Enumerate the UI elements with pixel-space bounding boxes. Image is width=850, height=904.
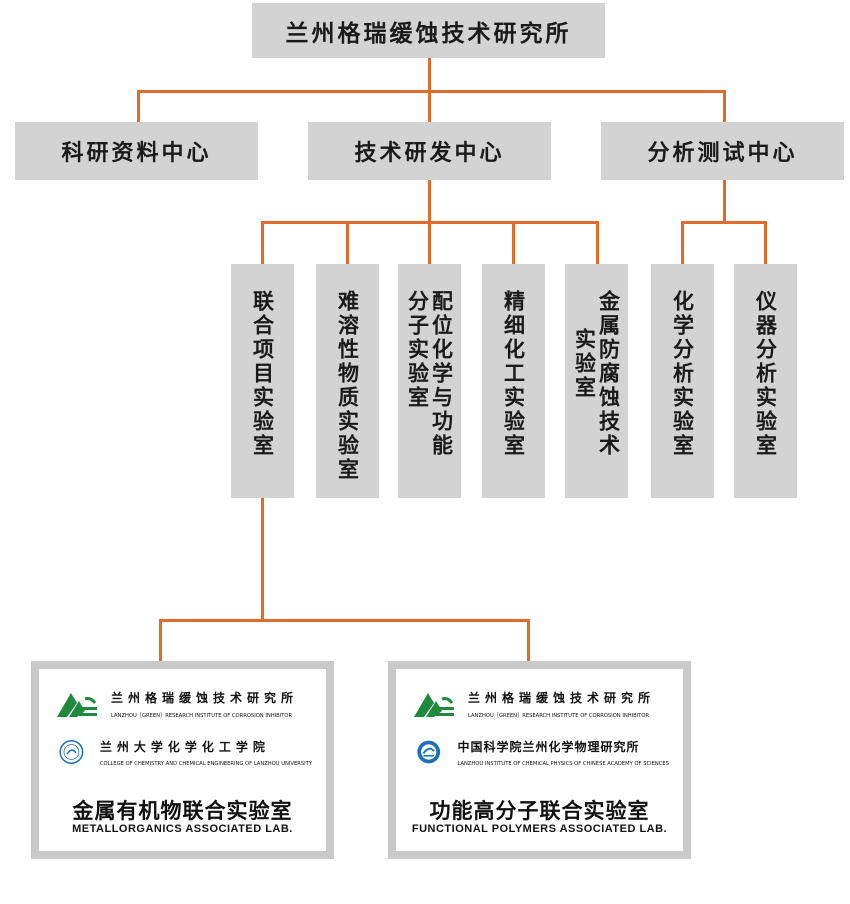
- connector-analysis-lab-2: [764, 221, 767, 264]
- org-row: 兰州格瑞缓蚀技术研究所 LANZHOU［GREEN］RESEARCH INSTI…: [412, 689, 669, 719]
- connector-joint-lab-down: [261, 498, 264, 621]
- connector-associated-2: [527, 619, 530, 661]
- connector-lab-3: [428, 221, 431, 264]
- org-name: 兰州大学化学化工学院: [99, 739, 270, 754]
- org-row: 兰州大学化学化工学院 COLLEGE OF CHEMISTRY AND CHEM…: [55, 735, 312, 769]
- green-institute-logo-icon: [57, 693, 97, 717]
- org-text: 兰州大学化学化工学院 COLLEGE OF CHEMISTRY AND CHEM…: [100, 738, 312, 767]
- connector-associated-1: [159, 619, 162, 661]
- org-name: 中国科学院兰州化学物理研究所: [457, 739, 640, 754]
- lab-label-col1: 配位化学与功能: [429, 290, 454, 458]
- lab-label-col2: 分子实验室: [405, 290, 430, 410]
- associated-lab-name: 功能高分子联合实验室: [429, 799, 650, 823]
- associated-lab-functional-polymers: 兰州格瑞缓蚀技术研究所 LANZHOU［GREEN］RESEARCH INSTI…: [388, 661, 691, 859]
- org-english-name: LANZHOU［GREEN］RESEARCH INSTITUTE OF CORR…: [468, 713, 650, 719]
- center-rd: 技术研发中心: [308, 122, 551, 180]
- associated-lab-plaque: 兰州格瑞缓蚀技术研究所 LANZHOU［GREEN］RESEARCH INSTI…: [39, 669, 326, 851]
- connector-to-rd-center: [428, 90, 431, 122]
- connector-lab-4: [512, 221, 515, 264]
- root-label: 兰州格瑞缓蚀技术研究所: [285, 20, 572, 47]
- org-name: 兰州格瑞缓蚀技术研究所: [468, 691, 656, 705]
- lab-instrumental-analysis: 仪器分析实验室: [734, 264, 797, 498]
- associated-lab-english-name: METALLORGANICS ASSOCIATED LAB.: [72, 823, 293, 835]
- center-research-data: 科研资料中心: [15, 122, 258, 180]
- root-node: 兰州格瑞缓蚀技术研究所: [252, 3, 605, 58]
- connector-to-research-data: [137, 90, 140, 122]
- org-text: 兰州格瑞缓蚀技术研究所 LANZHOU［GREEN］RESEARCH INSTI…: [468, 689, 655, 719]
- connector-analysis-lab-1: [681, 221, 684, 264]
- lab-insoluble-substances: 难溶性物质实验室: [316, 264, 379, 498]
- associated-lab-plaque: 兰州格瑞缓蚀技术研究所 LANZHOU［GREEN］RESEARCH INSTI…: [396, 669, 683, 851]
- org-text: 中国科学院兰州化学物理研究所 LANZHOU INSTITUTE OF CHEM…: [457, 738, 669, 767]
- center-label: 分析测试中心: [647, 141, 798, 166]
- org-name: 兰州格瑞缓蚀技术研究所: [111, 691, 299, 705]
- org-text: 兰州格瑞缓蚀技术研究所 LANZHOU［GREEN］RESEARCH INSTI…: [111, 689, 298, 719]
- org-english-name: LANZHOU INSTITUTE OF CHEMICAL PHYSICS OF…: [457, 760, 669, 767]
- lab-fine-chemicals: 精细化工实验室: [482, 264, 545, 498]
- lab-label-group: 金属防腐蚀技术 实验室: [572, 290, 621, 458]
- associated-lab-metallorganics: 兰州格瑞缓蚀技术研究所 LANZHOU［GREEN］RESEARCH INSTI…: [31, 661, 334, 859]
- lanzhou-university-seal-icon: [59, 740, 84, 764]
- lab-label-col1: 金属防腐蚀技术: [596, 290, 621, 458]
- connector-root-down: [428, 58, 431, 92]
- org-english-name: LANZHOU［GREEN］RESEARCH INSTITUTE OF CORR…: [111, 713, 293, 719]
- lab-metal-anticorrosion: 金属防腐蚀技术 实验室: [565, 264, 628, 498]
- connector-lab-1: [261, 221, 264, 264]
- connector-analysis-down: [723, 180, 726, 223]
- cas-licp-logo-icon: [417, 740, 441, 764]
- green-institute-logo-icon: [414, 693, 454, 717]
- lab-coordination-chemistry: 配位化学与功能 分子实验室: [398, 264, 461, 498]
- associated-lab-english-name: FUNCTIONAL POLYMERS ASSOCIATED LAB.: [411, 823, 668, 835]
- lab-label: 化学分析实验室: [670, 290, 695, 458]
- lab-label: 精细化工实验室: [501, 290, 526, 458]
- connector-lab-5: [596, 221, 599, 264]
- lab-label-group: 配位化学与功能 分子实验室: [405, 290, 454, 458]
- associated-lab-name: 金属有机物联合实验室: [72, 799, 293, 823]
- lab-label: 难溶性物质实验室: [335, 290, 360, 482]
- org-row: 中国科学院兰州化学物理研究所 LANZHOU INSTITUTE OF CHEM…: [412, 735, 669, 769]
- connector-lab-2: [346, 221, 349, 264]
- lab-chemical-analysis: 化学分析实验室: [651, 264, 714, 498]
- connector-to-analysis-center: [723, 90, 726, 122]
- center-label: 科研资料中心: [61, 141, 212, 166]
- lab-label-col2: 实验室: [572, 328, 597, 400]
- connector-rd-down: [428, 180, 431, 223]
- org-row: 兰州格瑞缓蚀技术研究所 LANZHOU［GREEN］RESEARCH INSTI…: [55, 689, 312, 719]
- connector-centers-horizontal: [137, 90, 726, 93]
- org-english-name: COLLEGE OF CHEMISTRY AND CHEMICAL ENGINE…: [99, 760, 312, 767]
- lab-label: 联合项目实验室: [250, 290, 275, 458]
- connector-associated-horizontal: [159, 619, 530, 622]
- connector-analysis-horizontal: [681, 221, 766, 224]
- center-label: 技术研发中心: [354, 141, 505, 166]
- lab-joint-project: 联合项目实验室: [231, 264, 294, 498]
- center-analysis: 分析测试中心: [601, 122, 844, 180]
- lab-label: 仪器分析实验室: [753, 290, 778, 458]
